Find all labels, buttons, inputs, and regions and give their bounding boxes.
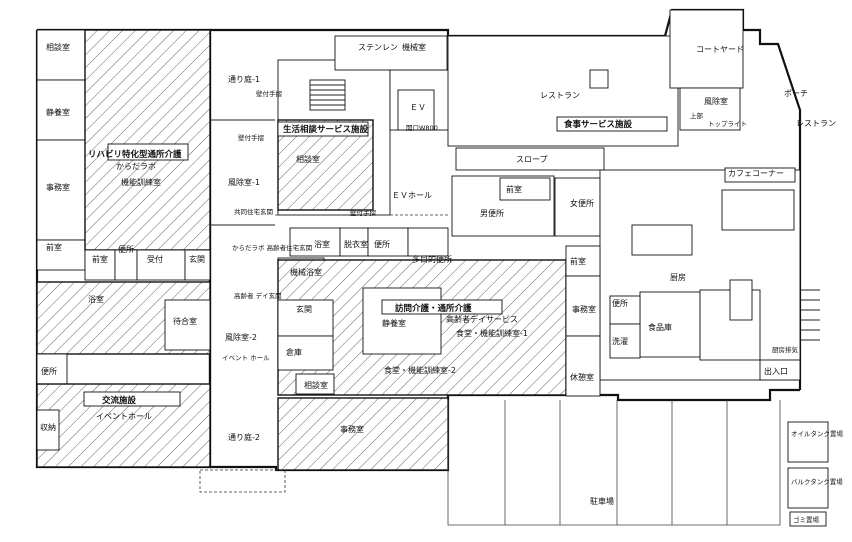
label-dining-1: 食堂・機能訓練室-1 [456,328,528,338]
rehab-training-area [84,29,211,251]
label-event-entrance: イベント ホール [222,354,270,362]
label-alley-1: 通り庭-1 [228,74,260,84]
label-wind-2: 風除室-2 [225,332,257,342]
label-visit-care: 訪問介護・通所介護 [395,303,472,314]
label-outlet: 出入口 [764,366,788,376]
label-pantry: 食品庫 [648,322,672,332]
label-rehab-entrance: からだラボ 高齢者住宅玄関 [232,243,312,252]
rehab-block [36,29,211,468]
label-front-right: 前室 [506,184,522,194]
label-handrail-1: 壁付手摺 [238,133,265,142]
labels-left: 相談室 静養室 事務室 前室 リハビリ特化型通所介護 からだラボ 機能訓練室 前… [40,42,205,432]
label-women-toilet: 女便所 [570,198,594,208]
middle-column [210,35,567,471]
label-restaurant: レストラン [540,91,580,100]
label-garbage: ゴミ置場 [793,515,820,524]
label-handrail-3: 壁付手摺 [350,208,377,217]
label-interview: 相談室 [46,42,70,52]
label-public-entrance: 共同住宅玄関 [234,207,273,216]
label-consult: 生活相談サービス施設 [283,124,369,135]
label-front-kitchen: 前室 [570,256,586,266]
label-office-mid: 事務室 [340,424,364,434]
label-quiet-mid: 静養室 [382,318,406,328]
label-porch: ポーチ [784,89,808,98]
label-alley-2: 通り庭-2 [228,432,260,442]
label-wind-room: 風除室 [704,96,728,106]
label-restaurant-svc: 食事サービス施設 [564,119,633,130]
label-dining-2: 食堂・機能訓練室-2 [384,365,456,375]
label-toilet-event: 便所 [41,366,57,376]
label-toilet-mid: 便所 [374,239,390,249]
label-entrance-left: 玄関 [189,254,205,264]
label-office-left: 事務室 [46,182,70,192]
label-slope: スロープ [516,155,548,164]
label-laundry: 洗濯 [612,336,628,346]
label-stair: ステンレン [358,43,398,52]
label-rest-room: 休憩室 [570,372,594,382]
office-area [277,397,449,471]
label-courtyard: コートヤード [696,45,744,54]
label-oil-tank: オイルタンク置場 [791,429,844,438]
label-bath-mid: 浴室 [314,239,330,249]
label-handrail-2: 壁付手摺 [256,89,283,98]
label-front-2: 前室 [92,254,108,264]
label-cafe: カフェコーナー [728,169,784,178]
label-training-left: 機能訓練室 [121,177,161,187]
label-changing: 脱衣室 [344,239,368,249]
label-ev-door: 開口W800 [406,124,438,132]
label-storage2: 倉庫 [286,347,302,357]
right-block [447,9,820,397]
label-to-restaurant: レストラン [796,119,836,128]
label-waiting: 待合室 [173,316,197,326]
label-office-right: 事務室 [572,304,596,314]
label-toilet-left: 便所 [118,244,134,254]
label-skylight: トップライト [708,120,747,128]
label-bulk-tank: バルクタンク置場 [791,477,843,486]
label-disabled-toilet: 多目的便所 [412,254,452,264]
label-storage: 収納 [40,422,56,432]
label-kitchen: 厨房 [670,272,686,282]
label-toilet-kitchen: 便所 [612,298,628,308]
label-machine-bath: 機械浴室 [290,267,322,277]
label-reception: 受付 [147,254,163,264]
label-day-entrance: 高齢者 デイ玄関 [234,291,282,300]
label-ev: ＥＶ [410,103,426,112]
label-kitchen-exit: 厨房排気 [772,345,799,354]
label-front-left: 前室 [46,242,62,252]
label-men-toilet: 男便所 [480,208,504,218]
labels-middle: 通り庭-1 風除室-1 壁付手摺 壁付手摺 壁付手摺 共同住宅玄関 からだラボ … [222,42,528,442]
label-consult-room: 相談室 [296,154,320,164]
label-parking: 駐車場 [590,496,614,506]
label-entrance-mid: 玄関 [296,304,312,314]
label-event-hall: イベントホール [96,412,152,421]
label-interview-mid: 相談室 [304,380,328,390]
labels-right: レストラン 食事サービス施設 コートヤード 風除室 上部 トップライト ポーチ … [480,45,844,524]
label-machine: 機械室 [402,42,426,52]
label-quiet: 静養室 [46,107,70,117]
label-rehab-sub: からだラボ [116,162,156,171]
label-exchange: 交流施設 [102,395,137,406]
label-ev-hall: ＥＶホール [392,191,432,200]
label-upper: 上部 [690,111,704,120]
label-rehab: リハビリ特化型通所介護 [88,149,182,160]
label-wind-1: 風除室-1 [228,177,260,187]
parking-lot [199,400,829,527]
label-visit-care-sub: 高齢者デイサービス [446,314,518,324]
label-bath-left: 浴室 [88,294,104,304]
